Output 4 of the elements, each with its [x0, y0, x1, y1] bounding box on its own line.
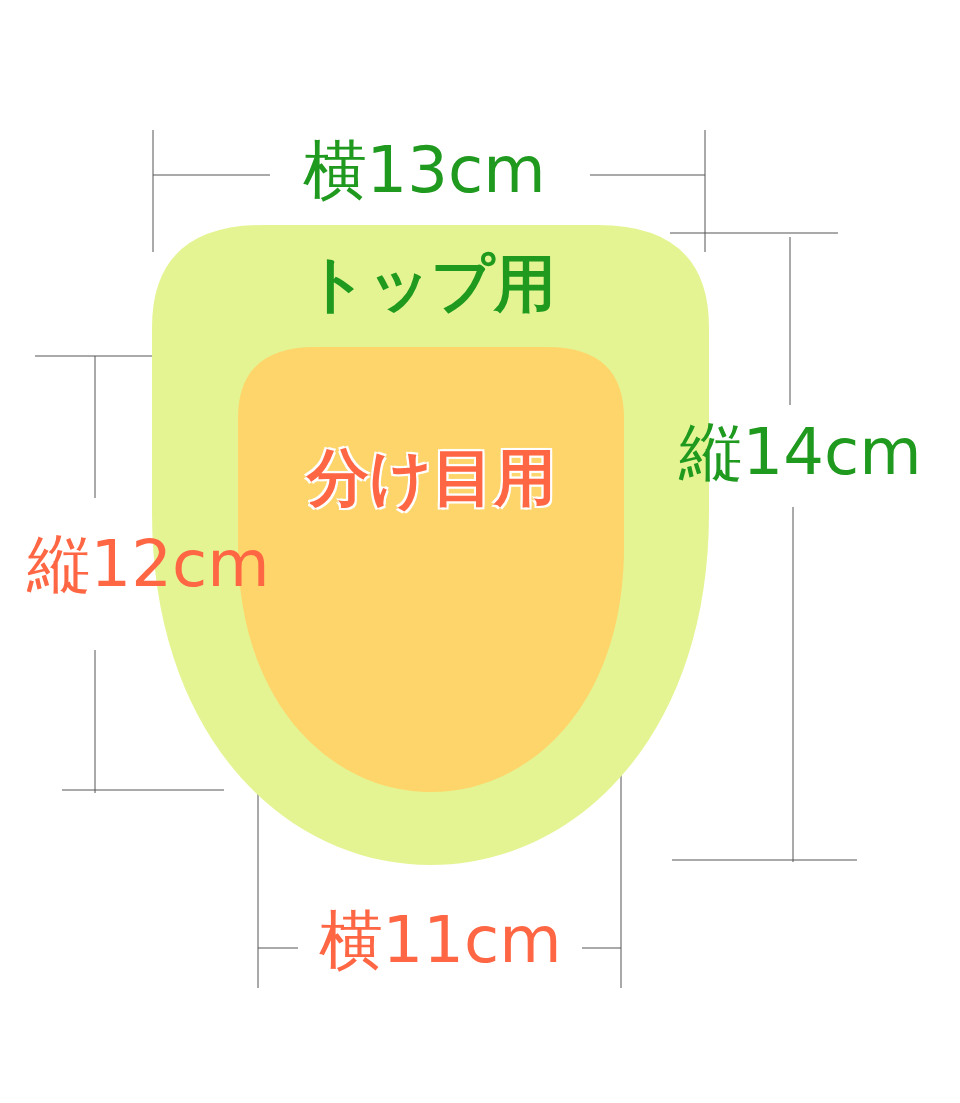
- dimension-label: 横13cm: [302, 138, 546, 202]
- dimension-label: 横11cm: [318, 908, 562, 972]
- dimension-label: 縦14cm: [678, 420, 922, 484]
- shape-label: トップ用: [304, 253, 557, 315]
